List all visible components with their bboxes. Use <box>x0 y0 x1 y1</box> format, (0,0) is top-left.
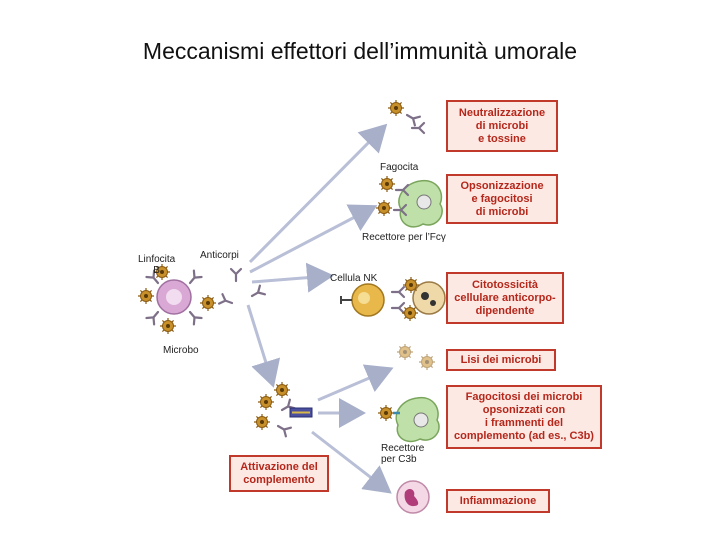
microbe-icon <box>396 343 436 371</box>
arrow-icon <box>248 123 388 264</box>
arrow-icon <box>246 304 281 388</box>
phagocyte-icon <box>375 175 443 228</box>
outcome-adcc-box: Citotossicità cellulare anticorpo- dipen… <box>446 272 564 324</box>
b-cell-label: Linfocita B <box>138 254 176 276</box>
phagocyte-label: Fagocita <box>380 162 419 173</box>
outcome-complement-phagocytosis-box: Fagocitosi dei microbi opsonizzati con i… <box>446 385 602 449</box>
outcome-opsonization-box: Opsonizzazione e fagocitosi di microbi <box>446 174 558 224</box>
arrow-icon <box>251 262 334 293</box>
b-cell-icon <box>137 263 217 335</box>
phagocyte-icon <box>377 396 440 443</box>
outcome-inflammation-box: Infiammazione <box>446 489 550 513</box>
outcome-neutralization-box: Neutralizzazione di microbi e tossine <box>446 100 558 152</box>
c3b-receptor-label: Recettore per C3b <box>381 443 425 465</box>
outcome-lysis-box: Lisi dei microbi <box>446 349 556 371</box>
antibody-icon <box>253 381 313 438</box>
neutrophil-icon <box>396 480 430 514</box>
microbe-icon <box>387 99 426 135</box>
arrow-icon <box>311 430 392 494</box>
nk-cell-label: Cellula NK <box>330 273 378 284</box>
arrow-icon <box>249 204 378 274</box>
fc-receptor-label: Recettore per l’Fcγ <box>362 232 446 243</box>
arrow-icon <box>317 364 394 402</box>
nk-cell-icon <box>340 276 446 322</box>
complement-activation-box: Attivazione del complemento <box>229 455 329 492</box>
antibodies-label: Anticorpi <box>200 250 239 261</box>
microbe-label: Microbo <box>163 345 199 356</box>
arrows <box>246 123 394 494</box>
antibody-icon <box>217 267 266 309</box>
page-title: Meccanismi effettori dell’immunità umora… <box>142 38 578 64</box>
